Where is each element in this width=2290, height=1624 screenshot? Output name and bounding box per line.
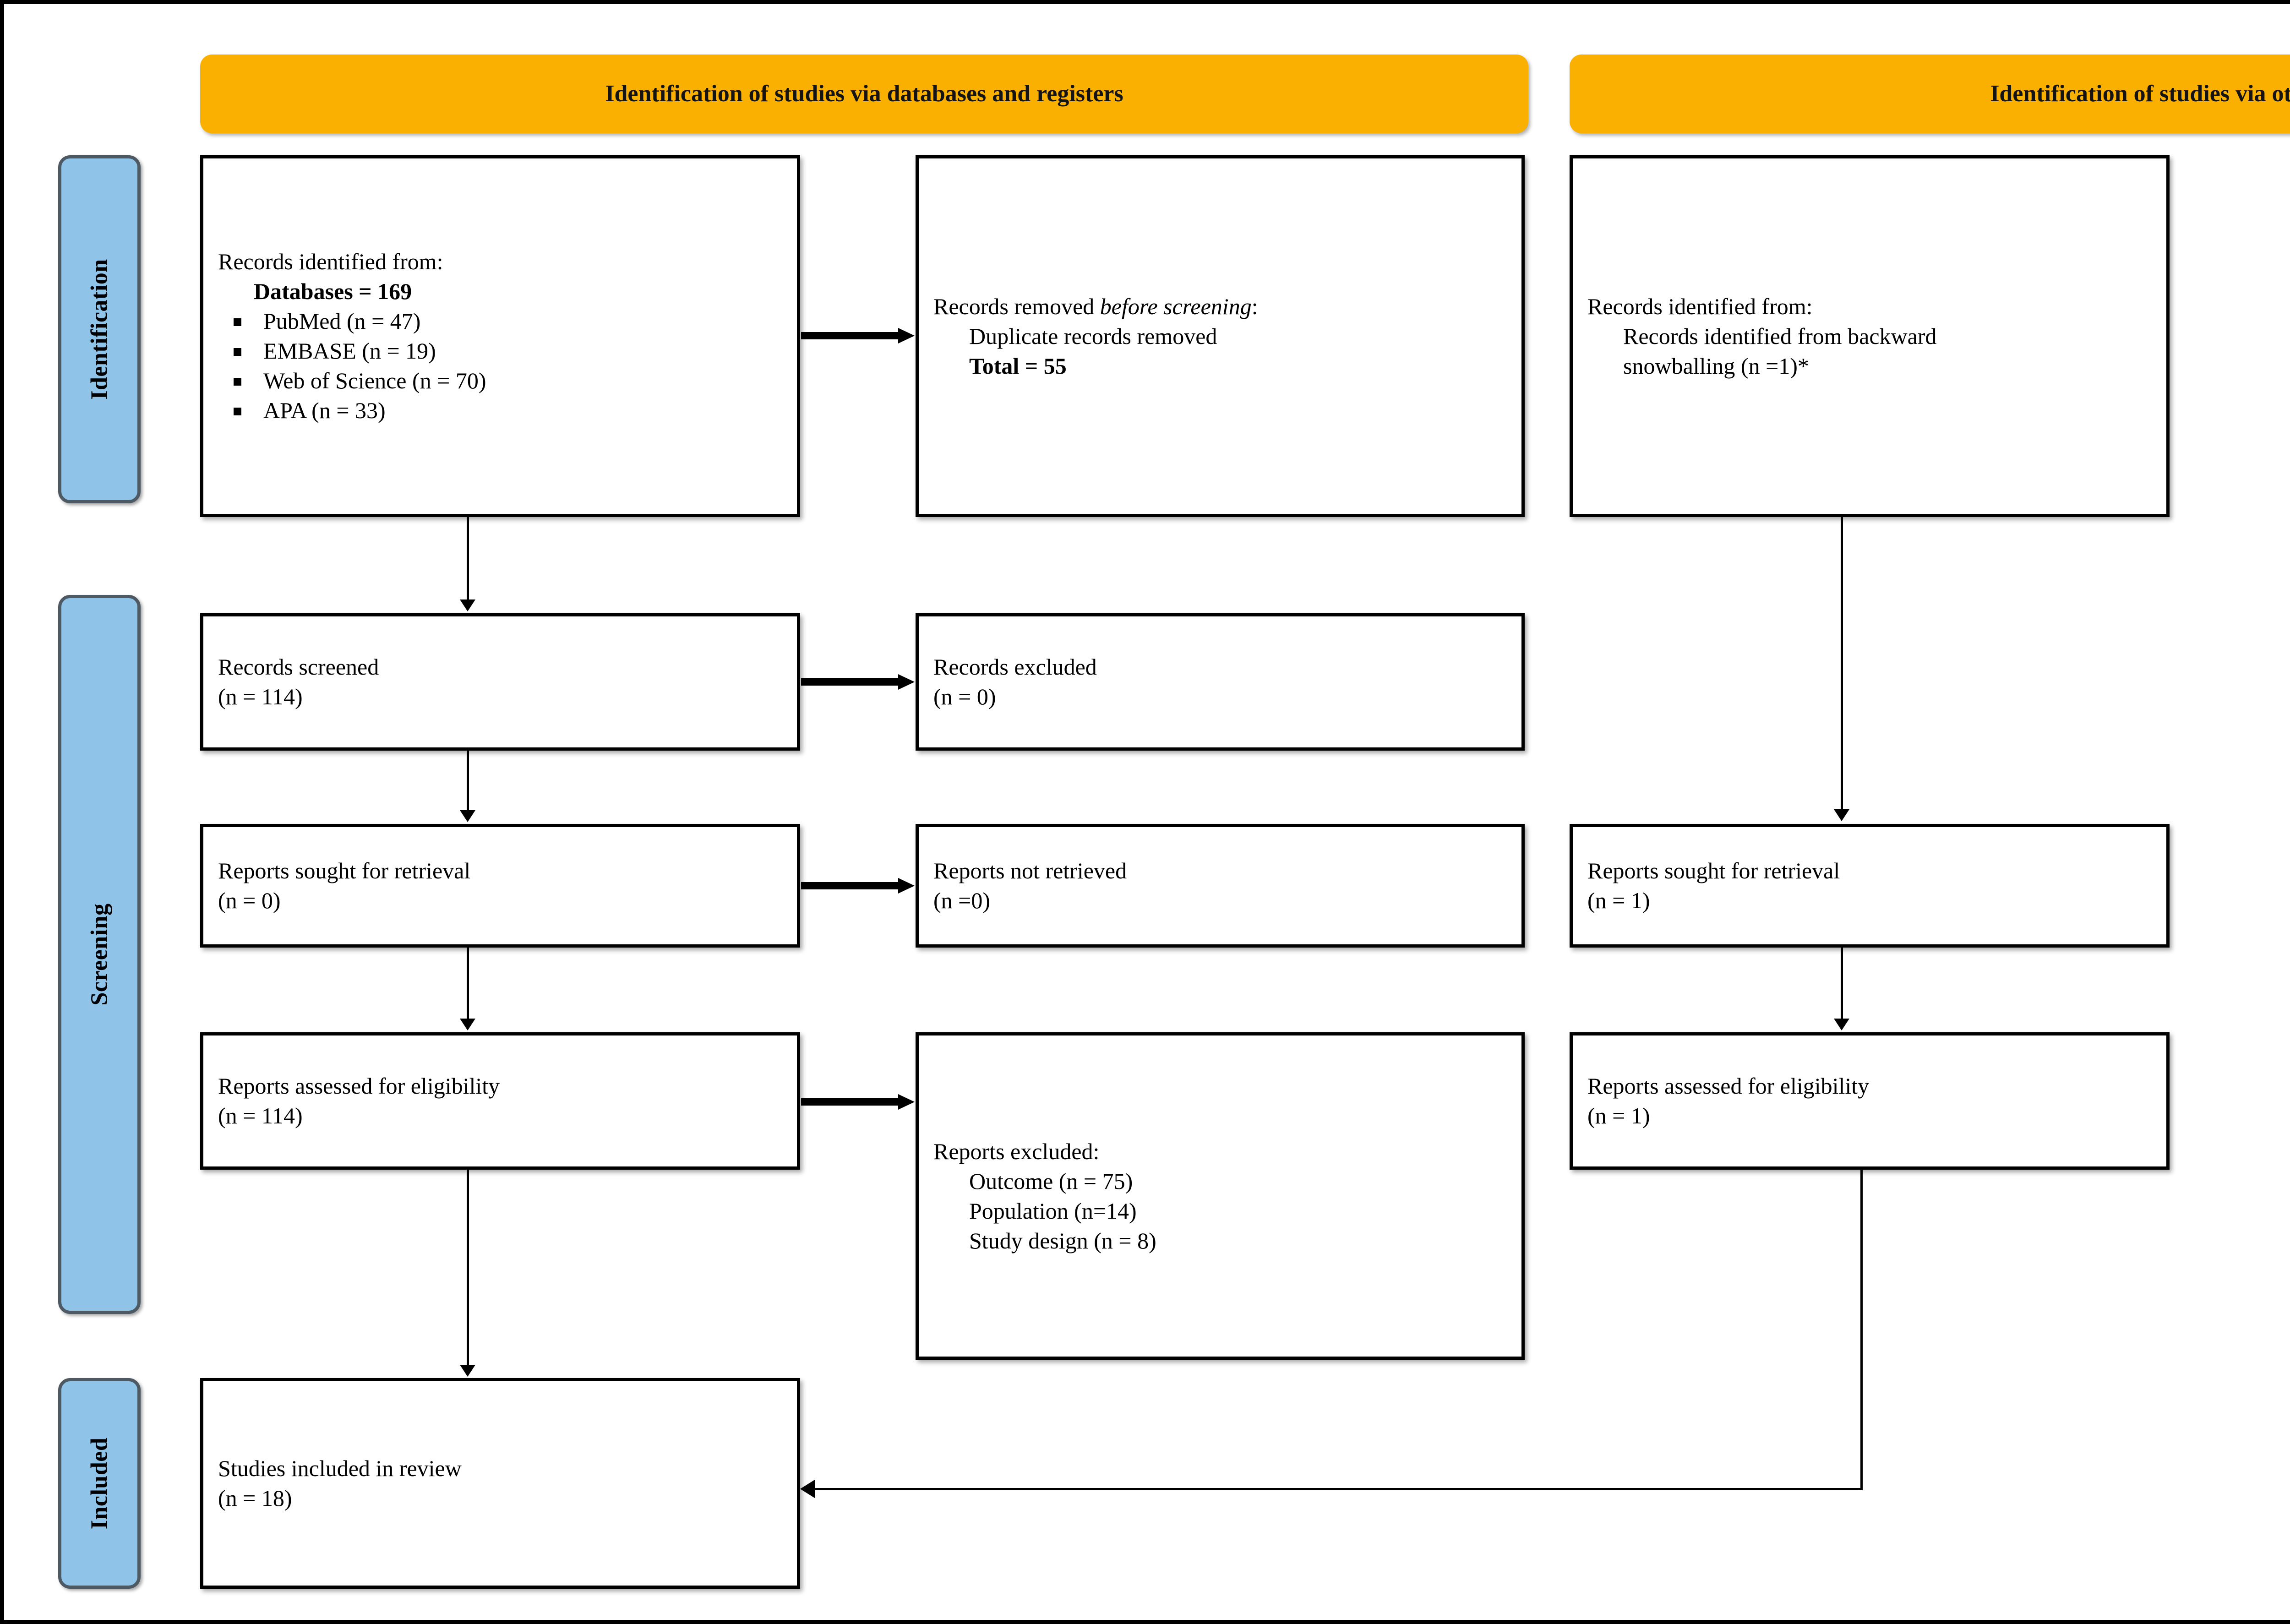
arrow-head-right-icon: [898, 328, 915, 343]
reports-excluded-reason-study-design: Study design (n = 8): [969, 1227, 1156, 1253]
node-reports-not-retrieved: Reports not retrieved (n =0): [916, 824, 1525, 948]
node-reports-assessed: Reports assessed for eligibility (n = 11…: [200, 1032, 800, 1170]
arrow-head-down-icon: [460, 1019, 475, 1030]
node-records-excluded: Records excluded (n = 0): [916, 613, 1525, 751]
phase-label-screening-text: Screening: [86, 903, 113, 1006]
records-identified-source-wos: Web of Science (n = 70): [218, 366, 782, 396]
arrow-head-left-icon: [800, 1480, 815, 1498]
arrow-head-right-icon: [898, 878, 915, 894]
other-reports-assessed-line1: Reports assessed for eligibility: [1587, 1073, 1870, 1099]
connector-other-sought-to-assessed: [1841, 948, 1843, 1019]
studies-included-line2: (n = 18): [218, 1485, 292, 1511]
records-identified-source-pubmed-text: PubMed (n = 47): [263, 308, 421, 334]
connector-assessed-to-included: [467, 1170, 469, 1366]
other-identified-heading: Records identified from:: [1587, 293, 1813, 319]
arrow-identified-to-removed: [801, 328, 915, 343]
records-identified-source-wos-text: Web of Science (n = 70): [263, 368, 486, 393]
records-removed-heading: Records removed before screening:: [933, 292, 1507, 322]
records-removed-heading-post: :: [1251, 293, 1258, 319]
phase-label-included-text: Included: [86, 1437, 113, 1530]
records-screened-line1: Records screened: [218, 654, 379, 680]
arrow-head-down-icon: [460, 810, 475, 822]
phase-label-included: Included: [58, 1378, 141, 1589]
bullet-square-icon: [234, 348, 241, 356]
records-removed-total: Total = 55: [969, 353, 1067, 379]
other-reports-sought-line2: (n = 1): [1587, 888, 1650, 913]
bullet-square-icon: [234, 318, 241, 326]
node-other-reports-sought: Reports sought for retrieval (n = 1): [1570, 824, 2170, 948]
node-records-removed: Records removed before screening: Duplic…: [916, 155, 1525, 517]
records-screened-line2: (n = 114): [218, 684, 303, 709]
reports-sought-line2: (n = 0): [218, 888, 281, 913]
arrow-shaft: [801, 1098, 898, 1106]
records-identified-source-apa-text: APA (n = 33): [263, 398, 386, 423]
reports-excluded-reason-outcome: Outcome (n = 75): [969, 1168, 1133, 1194]
phase-label-screening: Screening: [58, 595, 141, 1314]
node-reports-excluded: Reports excluded: Outcome (n = 75) Popul…: [916, 1032, 1525, 1360]
records-identified-source-pubmed: PubMed (n = 47): [218, 306, 782, 336]
phase-label-identification: Identification: [58, 155, 141, 503]
node-other-reports-assessed: Reports assessed for eligibility (n = 1): [1570, 1032, 2170, 1170]
other-identified-line2: Records identified from backward: [1623, 323, 1937, 349]
reports-excluded-heading: Reports excluded:: [933, 1138, 1100, 1164]
banner-other-methods: Identification of studies via other meth…: [1570, 54, 2290, 133]
arrow-head-right-icon: [898, 674, 915, 690]
reports-excluded-reason-population: Population (n=14): [969, 1198, 1137, 1224]
arrow-shaft: [801, 882, 898, 889]
connector-other-assessed-elbow-horizontal: [815, 1488, 1863, 1490]
arrow-head-right-icon: [898, 1094, 915, 1110]
bullet-square-icon: [234, 408, 241, 415]
arrow-head-down-icon: [1834, 1019, 1849, 1030]
records-excluded-line1: Records excluded: [933, 654, 1097, 680]
banner-databases-registers: Identification of studies via databases …: [200, 54, 1528, 133]
connector-sought-to-assessed: [467, 948, 469, 1019]
arrow-shaft: [801, 332, 898, 339]
records-removed-heading-emphasis: before screening: [1100, 293, 1252, 319]
banner-databases-registers-text: Identification of studies via databases …: [605, 81, 1123, 107]
records-identified-source-apa: APA (n = 33): [218, 396, 782, 425]
node-studies-included: Studies included in review (n = 18): [200, 1378, 800, 1589]
arrow-assessed-to-excluded: [801, 1094, 915, 1110]
records-identified-source-embase: EMBASE (n = 19): [218, 336, 782, 366]
arrow-head-down-icon: [460, 599, 475, 611]
records-identified-source-embase-text: EMBASE (n = 19): [263, 338, 436, 364]
node-reports-sought: Reports sought for retrieval (n = 0): [200, 824, 800, 948]
reports-not-retrieved-line1: Reports not retrieved: [933, 858, 1127, 883]
bullet-square-icon: [234, 378, 241, 386]
records-removed-duplicates: Duplicate records removed: [969, 323, 1217, 349]
studies-included-line1: Studies included in review: [218, 1455, 462, 1481]
banner-other-methods-text: Identification of studies via other meth…: [1990, 81, 2290, 107]
reports-assessed-line2: (n = 114): [218, 1103, 303, 1128]
records-excluded-line2: (n = 0): [933, 684, 996, 709]
phase-label-identification-text: Identification: [86, 259, 113, 400]
arrow-head-down-icon: [1834, 809, 1849, 821]
arrow-screened-to-excluded: [801, 674, 915, 690]
arrow-shaft: [801, 678, 898, 686]
reports-sought-line1: Reports sought for retrieval: [218, 858, 471, 883]
node-records-screened: Records screened (n = 114): [200, 613, 800, 751]
connector-identified-to-screened: [467, 517, 469, 600]
other-identified-line3: snowballing (n =1)*: [1623, 353, 1809, 379]
connector-other-assessed-elbow-vertical: [1860, 1170, 1863, 1490]
records-identified-subheading: Databases = 169: [254, 278, 412, 304]
node-other-identified: Records identified from: Records identif…: [1570, 155, 2170, 517]
reports-assessed-line1: Reports assessed for eligibility: [218, 1073, 500, 1099]
arrow-head-down-icon: [460, 1365, 475, 1377]
arrow-sought-to-not-retrieved: [801, 878, 915, 894]
reports-not-retrieved-line2: (n =0): [933, 888, 990, 913]
records-removed-heading-pre: Records removed: [933, 293, 1100, 319]
node-records-identified: Records identified from: Databases = 169…: [200, 155, 800, 517]
records-identified-heading: Records identified from:: [218, 249, 443, 274]
other-reports-assessed-line2: (n = 1): [1587, 1103, 1650, 1128]
other-reports-sought-line1: Reports sought for retrieval: [1587, 858, 1840, 883]
connector-other-identified-to-sought: [1841, 517, 1843, 810]
connector-screened-to-sought: [467, 751, 469, 811]
